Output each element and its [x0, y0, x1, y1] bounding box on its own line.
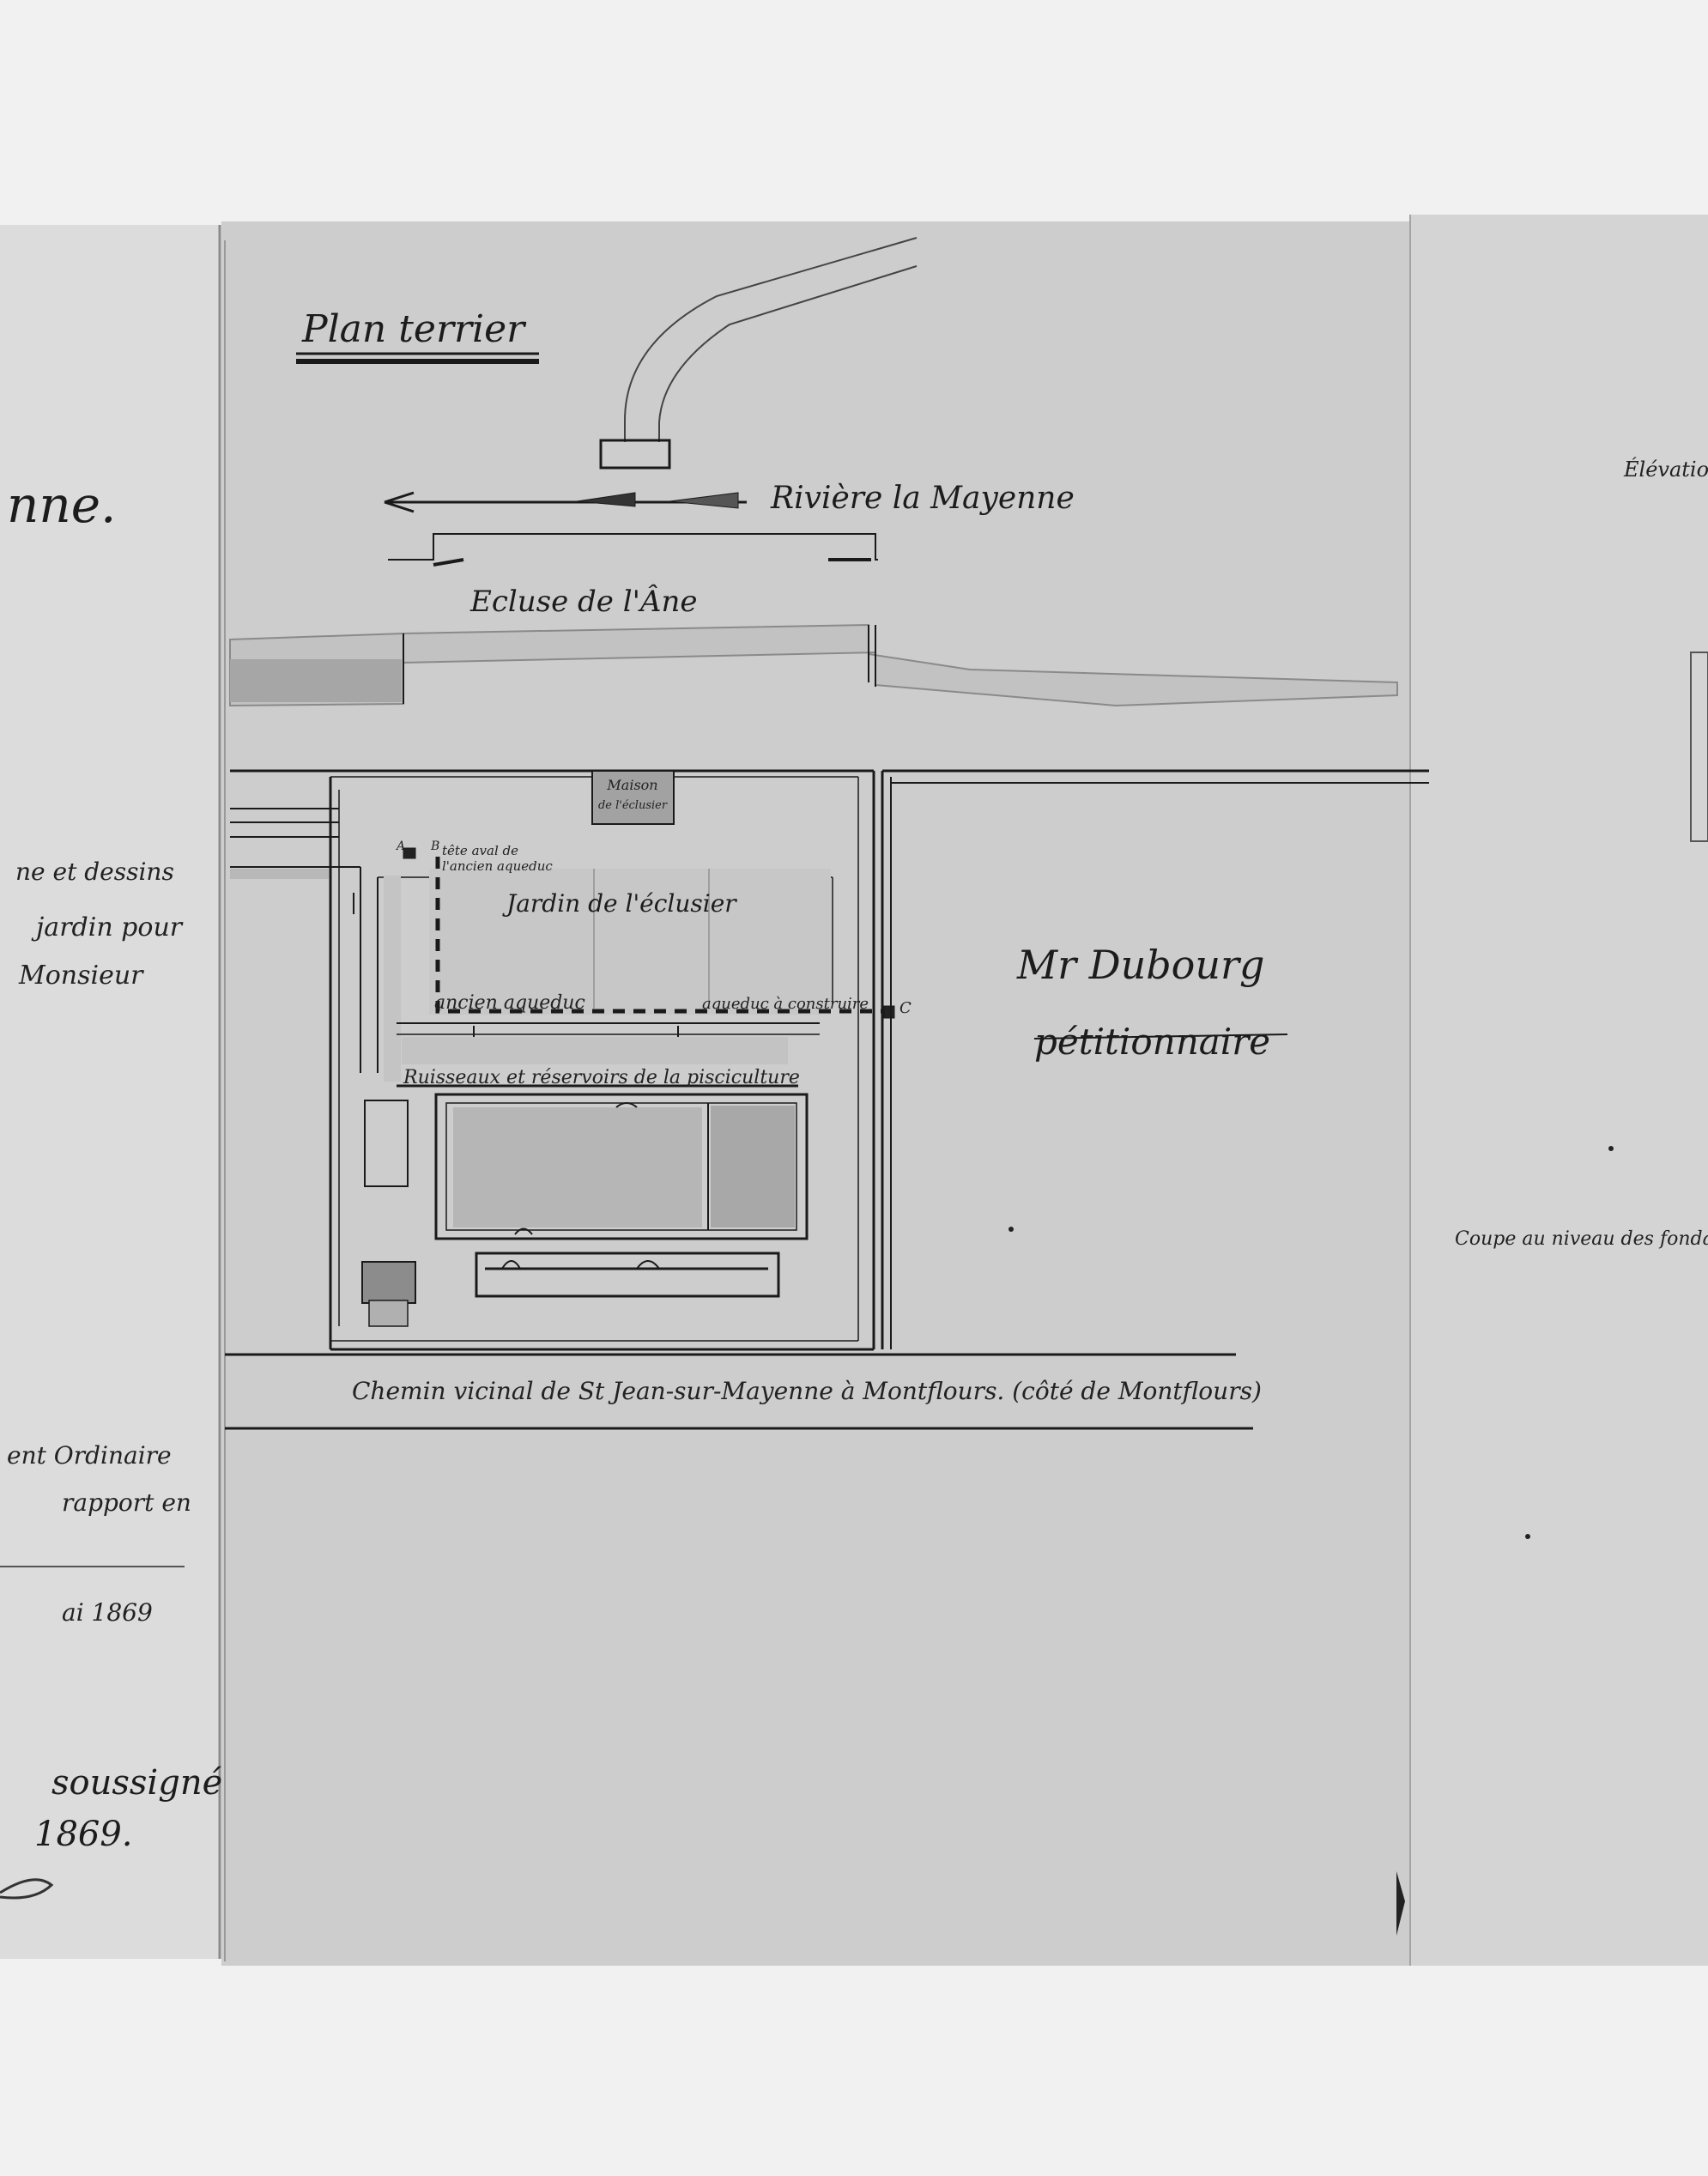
lock-label: Ecluse de l'Âne: [469, 584, 698, 619]
owner-role: pétitionnaire: [1034, 1021, 1270, 1063]
point-a: A: [395, 839, 405, 853]
left-fragment-9: 1869.: [34, 1815, 133, 1854]
left-fragment-8: soussigné.: [51, 1763, 233, 1803]
left-fragment-6: rapport en: [62, 1488, 191, 1517]
aqueduct-head-label-1: tête aval de: [442, 843, 518, 858]
left-sheet: nne. ne et dessins jardin pour Monsieur …: [0, 225, 233, 1959]
left-fragment-4: Monsieur: [18, 961, 144, 991]
plan-drawing: Plan terrier Rivière la Mayenne Ecluse d…: [225, 237, 1429, 1936]
right-sheet: Élévatio Coupe au niveau des fondations: [1409, 215, 1708, 1966]
left-fragment-2: ne et dessins: [15, 858, 174, 886]
fish-label: Ruisseaux et réservoirs de la piscicultu…: [403, 1067, 800, 1088]
left-fragment-5: ent Ordinaire: [7, 1441, 172, 1470]
section-fragment: Coupe au niveau des fondations: [1455, 1228, 1708, 1250]
left-fragment-1: nne.: [7, 476, 116, 534]
left-fragment-7: ai 1869: [62, 1598, 153, 1627]
road-label: Chemin vicinal de St Jean-sur-Mayenne à …: [352, 1377, 1262, 1405]
point-b: B: [430, 839, 439, 853]
aqueduct-head-label-2: l'ancien aqueduc: [442, 858, 553, 874]
new-aqueduct-label: aqueduc à construire: [702, 995, 869, 1013]
center-sheet: [221, 221, 1410, 1966]
left-fragment-3: jardin pour: [31, 912, 184, 943]
old-aqueduct-label: ancien aqueduc: [434, 992, 585, 1014]
river-label: Rivière la Mayenne: [770, 481, 1075, 516]
owner-name: Mr Dubourg: [1016, 942, 1264, 988]
point-c: C: [899, 999, 912, 1017]
elevation-fragment: Élévatio: [1623, 457, 1708, 482]
plan-title: Plan terrier: [301, 307, 527, 351]
house-label-1: Maison: [606, 777, 657, 793]
garden-label: Jardin de l'éclusier: [502, 889, 737, 918]
house-label-2: de l'éclusier: [598, 799, 668, 812]
